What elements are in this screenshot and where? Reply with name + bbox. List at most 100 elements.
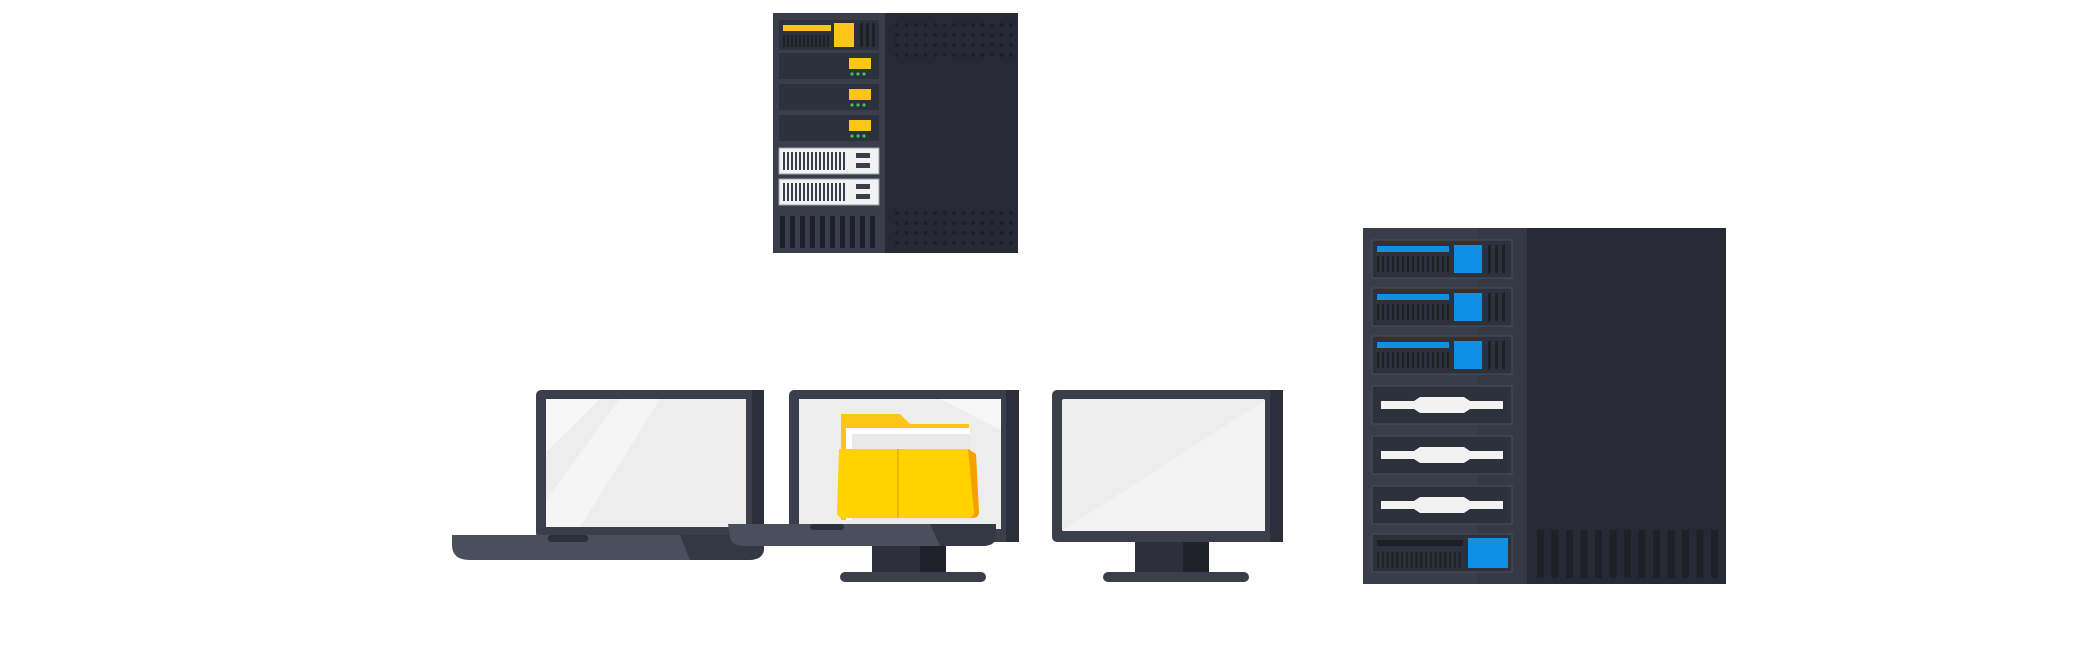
- detail-mark: [872, 23, 875, 47]
- grille-dot: [990, 241, 994, 245]
- detail-mark: [1495, 293, 1498, 321]
- detail-mark: [1392, 304, 1394, 320]
- grille-dot: [923, 221, 928, 225]
- grille-dot: [923, 43, 928, 47]
- detail-mark: [807, 35, 809, 47]
- grille-dot: [961, 43, 966, 47]
- detail-mark: [1407, 256, 1409, 272]
- detail-mark: [1417, 304, 1419, 320]
- detail-mark: [1437, 352, 1439, 368]
- detail-mark: [811, 35, 813, 47]
- detail-mark: [1392, 256, 1394, 272]
- detail-mark: [1624, 530, 1631, 578]
- detail-mark: [1429, 552, 1432, 568]
- detail-mark: [791, 183, 793, 201]
- grille-dot: [933, 23, 937, 27]
- detail-mark: [1382, 256, 1384, 272]
- grille-dot: [904, 53, 909, 57]
- detail-mark: [1425, 552, 1427, 568]
- detail-mark: [835, 183, 837, 201]
- grille-dot: [914, 221, 918, 225]
- detail-mark: [823, 183, 825, 201]
- detail-mark: [790, 216, 795, 248]
- detail-mark: [1453, 552, 1456, 568]
- detail-mark: [819, 183, 821, 201]
- detail-mark: [783, 183, 785, 201]
- grille-dot: [1009, 211, 1013, 215]
- grille-dot: [942, 43, 947, 47]
- grille-dot: [952, 231, 956, 235]
- detail-mark: [803, 152, 805, 170]
- detail-mark: [1711, 530, 1718, 578]
- grille-dot: [971, 231, 975, 235]
- grille-dot: [961, 221, 966, 225]
- grille-dot: [1009, 231, 1013, 235]
- detail-mark: [850, 216, 855, 248]
- detail-mark: [831, 183, 833, 201]
- grille-dot: [971, 211, 975, 215]
- detail-mark: [840, 216, 845, 248]
- detail-mark: [1422, 304, 1424, 320]
- grille-dot: [895, 23, 899, 27]
- grille-dot: [923, 231, 928, 235]
- grille-dot: [895, 221, 899, 225]
- detail-mark: [827, 152, 829, 170]
- grille-dot: [933, 43, 937, 47]
- detail-mark: [1495, 245, 1498, 273]
- grille-dot: [904, 221, 909, 225]
- grille-dot: [923, 53, 928, 57]
- grille-dot: [904, 231, 909, 235]
- detail-mark: [1412, 256, 1414, 272]
- detail-mark: [1397, 256, 1399, 272]
- detail-mark: [815, 35, 817, 47]
- grille-dot: [942, 23, 947, 27]
- grille-dot: [971, 221, 975, 225]
- detail-mark: [1495, 341, 1498, 369]
- tower-unit-7: [1371, 533, 1513, 573]
- detail-mark: [1595, 530, 1602, 578]
- detail-mark: [1417, 256, 1419, 272]
- grille-dot: [933, 33, 937, 37]
- grille-dot: [971, 43, 975, 47]
- detail-mark: [1415, 552, 1418, 568]
- grille-dot: [942, 241, 947, 245]
- detail-mark: [799, 35, 801, 47]
- detail-mark: [1447, 256, 1449, 272]
- folder-icon: [837, 414, 979, 520]
- detail-mark: [1386, 552, 1389, 568]
- grille-dot: [961, 211, 966, 215]
- detail-mark: [800, 216, 805, 248]
- detail-mark: [1377, 256, 1379, 272]
- detail-mark: [1402, 256, 1404, 272]
- detail-mark: [819, 35, 821, 47]
- detail-mark: [827, 183, 829, 201]
- detail-mark: [1444, 552, 1447, 568]
- detail-mark: [843, 152, 845, 170]
- grille-dot: [1009, 23, 1013, 27]
- grille-dot: [980, 231, 985, 235]
- grille-dot: [942, 211, 947, 215]
- grille-dot: [895, 43, 899, 47]
- tower-unit-4: [1371, 385, 1513, 425]
- detail-mark: [1412, 352, 1414, 368]
- detail-mark: [810, 216, 815, 248]
- detail-mark: [839, 183, 841, 201]
- detail-mark: [787, 35, 789, 47]
- detail-mark: [795, 35, 797, 47]
- grille-dot: [999, 241, 1004, 245]
- detail-mark: [1437, 256, 1439, 272]
- grille-dot: [971, 33, 975, 37]
- detail-mark: [823, 35, 825, 47]
- grille-dot: [999, 221, 1004, 225]
- detail-mark: [1638, 530, 1646, 578]
- grille-dot: [990, 43, 994, 47]
- detail-mark: [811, 152, 813, 170]
- detail-mark: [1449, 552, 1451, 568]
- detail-mark: [1377, 552, 1379, 568]
- detail-mark: [1442, 352, 1444, 368]
- detail-mark: [811, 183, 813, 201]
- grille-dot: [952, 221, 956, 225]
- grille-dot: [933, 53, 937, 57]
- tower-unit-5: [1371, 435, 1513, 475]
- detail-mark: [1653, 530, 1660, 578]
